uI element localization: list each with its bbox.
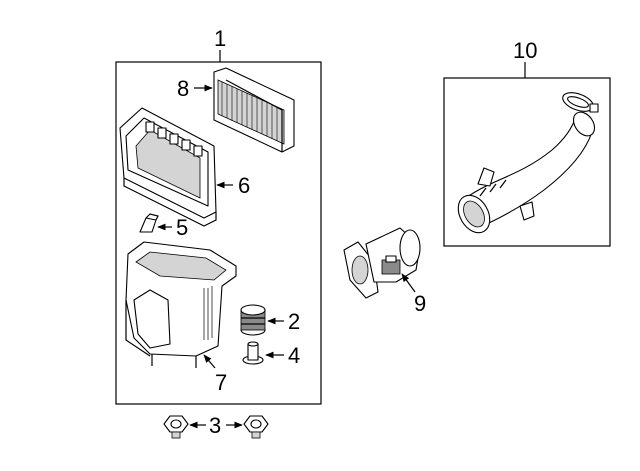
mount-grommet-left[interactable]	[163, 415, 189, 439]
hose-clamp[interactable]	[560, 89, 599, 115]
callout-8: 8	[177, 76, 189, 101]
assembly-10-frame	[443, 77, 611, 247]
callout-4: 4	[288, 343, 300, 368]
insulator[interactable]	[240, 304, 266, 336]
grommet[interactable]	[242, 341, 264, 365]
mass-air-flow-sensor[interactable]	[343, 227, 421, 299]
callout-3: 3	[209, 413, 221, 438]
intake-tube[interactable]	[452, 108, 599, 238]
callout-10: 10	[513, 38, 537, 63]
callout-9: 9	[414, 291, 426, 316]
callout-7: 7	[215, 370, 227, 395]
clip[interactable]	[139, 213, 159, 233]
mount-grommet-right[interactable]	[243, 415, 269, 439]
callout-5: 5	[176, 215, 188, 240]
callout-6: 6	[238, 173, 250, 198]
air-cleaner-cover[interactable]	[119, 107, 217, 227]
air-cleaner-housing[interactable]	[125, 241, 237, 368]
callout-1: 1	[214, 26, 226, 51]
air-filter-element[interactable]	[213, 67, 295, 153]
callout-2: 2	[288, 309, 300, 334]
assembly-1-frame	[115, 61, 322, 405]
